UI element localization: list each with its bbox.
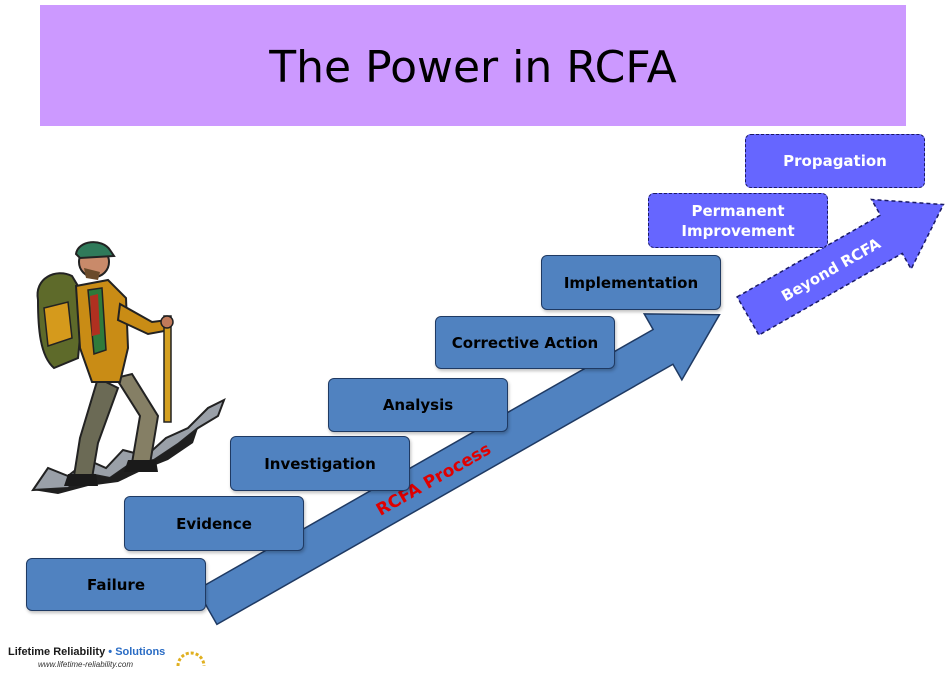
permanent-improvement-line2: Improvement — [681, 221, 795, 240]
step-implementation-label: Implementation — [563, 273, 699, 292]
permanent-improvement-line1: Permanent — [691, 201, 785, 220]
step-failure-label: Failure — [86, 575, 146, 594]
step-failure: Failure — [26, 558, 206, 611]
logo-separator: • — [108, 646, 113, 658]
company-logo: Lifetime Reliability • Solutions www.lif… — [8, 640, 208, 672]
logo-name-part1: Lifetime Reliability — [8, 646, 106, 658]
step-investigation: Investigation — [230, 436, 410, 491]
step-propagation-label: Propagation — [783, 152, 887, 170]
step-implementation: Implementation — [541, 255, 721, 310]
step-analysis-label: Analysis — [382, 396, 454, 414]
logo-name: Lifetime Reliability • Solutions — [8, 646, 165, 658]
step-evidence: Evidence — [124, 496, 304, 551]
slide-title: The Power in RCFA — [269, 42, 677, 93]
step-evidence-label: Evidence — [176, 514, 252, 533]
gear-icon — [176, 651, 206, 667]
step-analysis: Analysis — [328, 378, 508, 432]
step-investigation-label: Investigation — [264, 454, 376, 473]
title-band: The Power in RCFA — [40, 5, 906, 126]
step-propagation: Propagation — [745, 134, 925, 188]
step-permanent-improvement: Permanent Improvement — [648, 193, 828, 248]
logo-name-part2: Solutions — [115, 646, 166, 658]
hiker-climbing-icon — [31, 241, 226, 494]
step-corrective-action-label: Corrective Action — [451, 333, 599, 352]
logo-url: www.lifetime-reliability.com — [38, 660, 133, 669]
step-corrective-action: Corrective Action — [435, 316, 615, 369]
